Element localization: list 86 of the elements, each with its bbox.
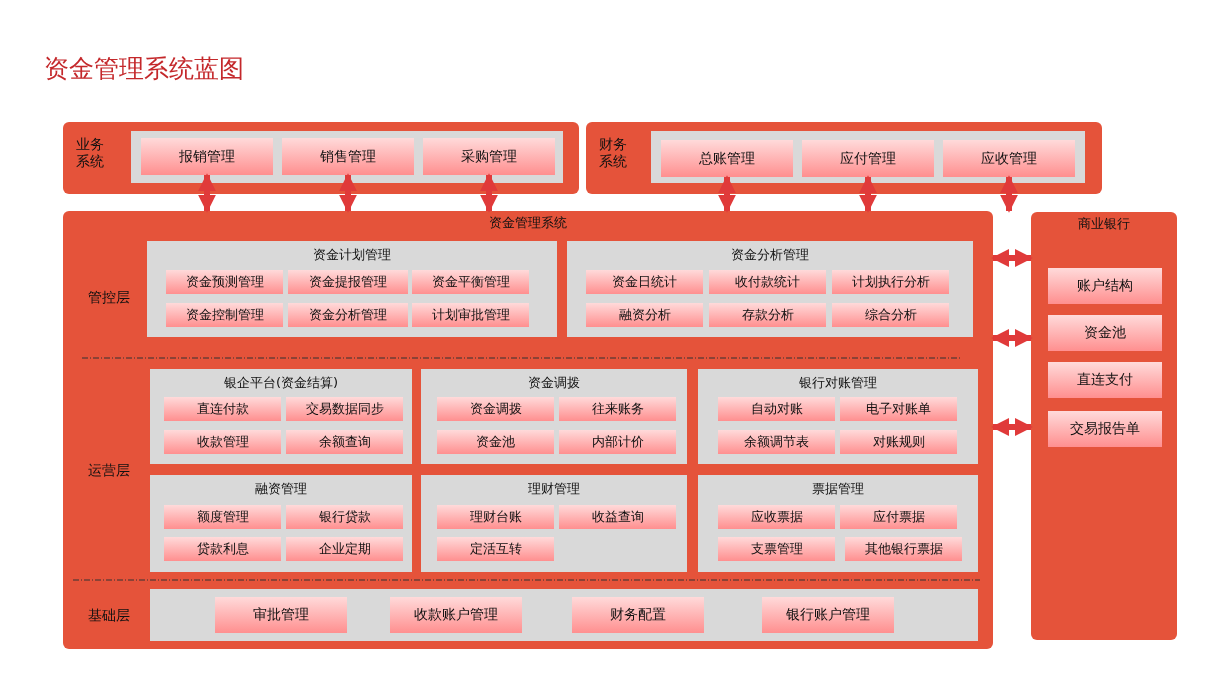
panel-heading: 资金计划管理 bbox=[312, 246, 392, 264]
module-tile: 交易报告单 bbox=[1048, 411, 1162, 447]
module-tile: 资金池 bbox=[437, 430, 554, 454]
module-tile: 账户结构 bbox=[1048, 268, 1162, 304]
layer-label: 管控层 bbox=[88, 289, 130, 307]
group-panel bbox=[147, 241, 557, 337]
module-tile: 资金池 bbox=[1048, 315, 1162, 351]
module-tile: 贷款利息 bbox=[164, 537, 281, 561]
module-tile: 银行贷款 bbox=[286, 505, 403, 529]
group-panel bbox=[150, 475, 412, 572]
module-tile: 计划审批管理 bbox=[412, 303, 529, 327]
module-tile: 余额查询 bbox=[286, 430, 403, 454]
group-panel bbox=[421, 369, 687, 464]
module-tile: 存款分析 bbox=[709, 303, 826, 327]
double-arrow bbox=[480, 173, 498, 213]
module-tile: 应付票据 bbox=[840, 505, 957, 529]
group-panel bbox=[567, 241, 973, 337]
module-tile: 企业定期 bbox=[286, 537, 403, 561]
panel-heading: 资金管理系统 bbox=[488, 214, 568, 232]
panel-heading: 资金分析管理 bbox=[730, 246, 810, 264]
module-tile: 交易数据同步 bbox=[286, 397, 403, 421]
module-tile: 资金平衡管理 bbox=[412, 270, 529, 294]
module-tile: 总账管理 bbox=[661, 140, 793, 177]
module-tile: 银行账户管理 bbox=[762, 597, 894, 633]
panel-heading: 资金调拨 bbox=[527, 374, 581, 392]
module-tile: 资金控制管理 bbox=[166, 303, 283, 327]
panel-heading: 理财管理 bbox=[527, 480, 581, 498]
module-tile: 销售管理 bbox=[282, 138, 414, 175]
module-tile: 额度管理 bbox=[164, 505, 281, 529]
module-tile: 应收管理 bbox=[943, 140, 1075, 177]
module-tile: 综合分析 bbox=[832, 303, 949, 327]
group-panel bbox=[150, 369, 412, 464]
module-tile: 直连支付 bbox=[1048, 362, 1162, 398]
double-arrow bbox=[991, 249, 1033, 267]
system-panel bbox=[63, 122, 579, 194]
module-tile: 应收票据 bbox=[718, 505, 835, 529]
panel-heading: 银行对账管理 bbox=[798, 374, 878, 392]
module-tile: 收益查询 bbox=[559, 505, 676, 529]
panel-heading: 财务系统 bbox=[599, 136, 628, 170]
system-panel bbox=[586, 122, 1102, 194]
module-tile: 对账规则 bbox=[840, 430, 957, 454]
double-arrow bbox=[198, 173, 216, 213]
module-tile: 内部计价 bbox=[559, 430, 676, 454]
double-arrow bbox=[1000, 175, 1018, 213]
module-tile: 理财台账 bbox=[437, 505, 554, 529]
module-tile: 支票管理 bbox=[718, 537, 835, 561]
module-tile: 自动对账 bbox=[718, 397, 835, 421]
group-panel bbox=[698, 475, 978, 572]
module-tile: 电子对账单 bbox=[840, 397, 957, 421]
module-tile: 余额调节表 bbox=[718, 430, 835, 454]
double-arrow bbox=[718, 175, 736, 213]
group-panel bbox=[698, 369, 978, 464]
group-panel bbox=[421, 475, 687, 572]
layer-label: 基础层 bbox=[88, 607, 130, 625]
panel-heading: 业务系统 bbox=[76, 136, 105, 170]
module-tile: 计划执行分析 bbox=[832, 270, 949, 294]
module-tile: 报销管理 bbox=[141, 138, 273, 175]
module-tile: 采购管理 bbox=[423, 138, 555, 175]
module-tile: 应付管理 bbox=[802, 140, 934, 177]
panel-heading: 融资管理 bbox=[254, 480, 308, 498]
module-tile: 资金分析管理 bbox=[288, 303, 408, 327]
page-title: 资金管理系统蓝图 bbox=[44, 53, 244, 85]
module-tile: 收款账户管理 bbox=[390, 597, 522, 633]
module-tile: 审批管理 bbox=[215, 597, 347, 633]
module-tile: 资金提报管理 bbox=[288, 270, 408, 294]
system-panel bbox=[1031, 212, 1177, 640]
double-arrow bbox=[339, 173, 357, 213]
module-tile: 往来账务 bbox=[559, 397, 676, 421]
module-tile: 直连付款 bbox=[164, 397, 281, 421]
module-tile: 收款管理 bbox=[164, 430, 281, 454]
panel-heading: 票据管理 bbox=[811, 480, 865, 498]
layer-label: 运营层 bbox=[88, 462, 130, 480]
double-arrow bbox=[991, 418, 1033, 436]
panel-heading: 商业银行 bbox=[1077, 215, 1131, 233]
double-arrow bbox=[859, 175, 877, 213]
double-arrow bbox=[991, 329, 1033, 347]
module-tile: 定活互转 bbox=[437, 537, 554, 561]
module-tile: 资金日统计 bbox=[586, 270, 703, 294]
module-tile: 融资分析 bbox=[586, 303, 703, 327]
module-tile: 收付款统计 bbox=[709, 270, 826, 294]
system-panel bbox=[63, 211, 993, 649]
module-tile: 资金调拨 bbox=[437, 397, 554, 421]
module-tile: 财务配置 bbox=[572, 597, 704, 633]
module-tile: 资金预测管理 bbox=[166, 270, 283, 294]
module-tile: 其他银行票据 bbox=[845, 537, 962, 561]
panel-heading: 银企平台(资金结算) bbox=[222, 374, 340, 392]
